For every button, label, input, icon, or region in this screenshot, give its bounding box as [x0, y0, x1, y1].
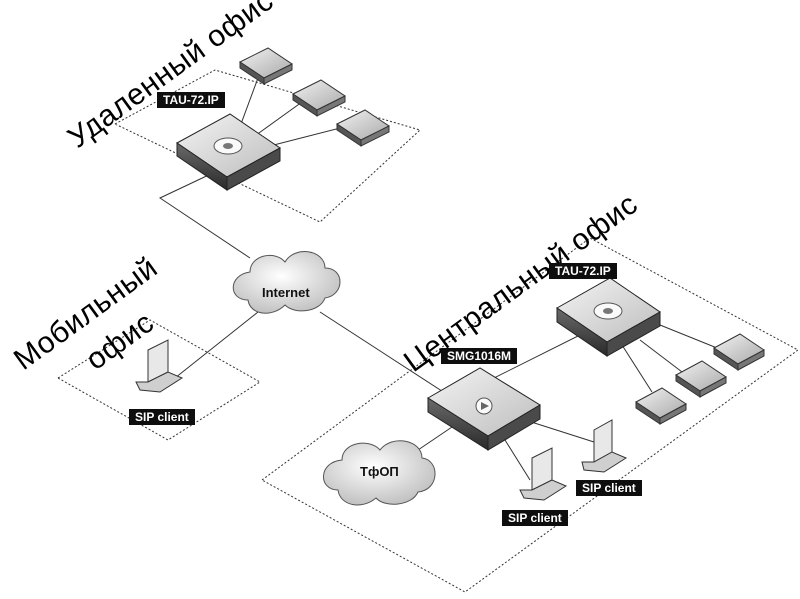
link-internet-mobile	[174, 311, 259, 379]
central-laptop-bottom	[519, 447, 568, 501]
link-gw-phone-2	[251, 101, 303, 139]
central-sip-client-right-label: SIP client	[576, 480, 642, 496]
remote-phone-1	[239, 47, 293, 85]
link-smg-sip-right	[524, 419, 595, 443]
internet-label: Internet	[262, 285, 310, 300]
central-gateway-device	[556, 277, 661, 357]
pstn-label: ТфОП	[360, 464, 399, 479]
central-phone-2	[675, 360, 727, 398]
smg-router-device	[427, 367, 541, 451]
link-remote-gw-internet	[158, 171, 251, 259]
mobile-laptop	[135, 339, 184, 393]
central-sip-client-bottom-label: SIP client	[502, 510, 568, 526]
remote-phone-2	[292, 79, 346, 117]
central-phone-3	[635, 387, 687, 425]
central-phone-1	[713, 333, 765, 371]
remote-gateway-device	[176, 113, 281, 191]
link-internet-smg	[319, 311, 449, 396]
link-cgw-phone-2	[639, 339, 687, 376]
smg-router-label: SMG1016M	[441, 348, 518, 364]
link-cgw-phone-1	[659, 324, 723, 351]
link-smg-pstn	[417, 424, 456, 451]
link-smg-central-gw	[479, 329, 591, 386]
link-smg-sip-bottom	[504, 439, 531, 481]
link-cgw-phone-3	[621, 344, 653, 393]
remote-phone-3	[336, 109, 390, 147]
central-office-zone	[261, 237, 799, 593]
pstn-cloud	[323, 440, 436, 506]
central-laptop-right	[581, 419, 628, 473]
remote-gateway-label: TAU-72.IP	[157, 92, 225, 108]
internet-cloud	[232, 251, 341, 314]
mobile-sip-client-label: SIP client	[129, 409, 195, 425]
link-gw-phone-3	[261, 125, 349, 149]
connection-lines	[158, 77, 723, 481]
central-gateway-label: TAU-72.IP	[549, 263, 617, 279]
